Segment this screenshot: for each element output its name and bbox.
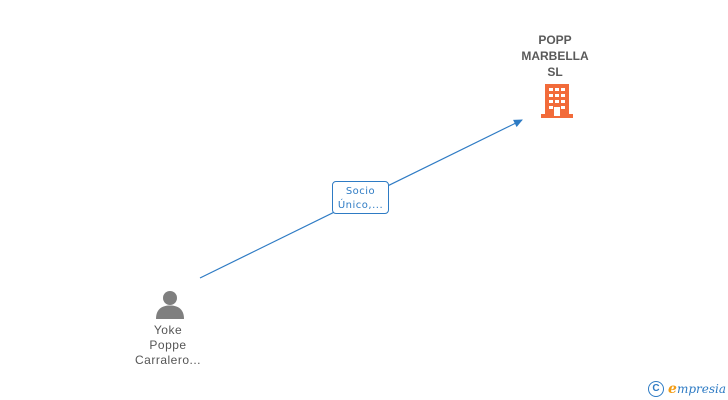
person-icon[interactable]	[155, 289, 185, 319]
watermark: C empresia	[648, 381, 726, 397]
copyright-icon: C	[648, 381, 665, 397]
person-name-line-3: Carralero...	[134, 353, 202, 367]
person-name-line-1: Yoke	[153, 323, 183, 337]
relation-label-line-2: Único,...	[337, 200, 384, 211]
relation-label-line-1: Socio	[345, 186, 376, 197]
brand-logo: empresia	[668, 381, 726, 397]
brand-logo-initial: e	[668, 381, 677, 397]
person-name-line-2: Poppe	[149, 338, 187, 352]
brand-logo-text: mpresia	[676, 382, 726, 396]
person-name[interactable]: Yoke Poppe Carralero...	[118, 323, 218, 368]
company-name-line-1: POPP	[538, 33, 572, 47]
company-name-line-2: MARBELLA	[521, 49, 589, 63]
company-name[interactable]: POPP MARBELLA SL	[505, 32, 605, 80]
company-name-line-3: SL	[547, 65, 563, 79]
building-icon[interactable]	[541, 84, 573, 118]
relation-label[interactable]: Socio Único,...	[332, 181, 389, 214]
